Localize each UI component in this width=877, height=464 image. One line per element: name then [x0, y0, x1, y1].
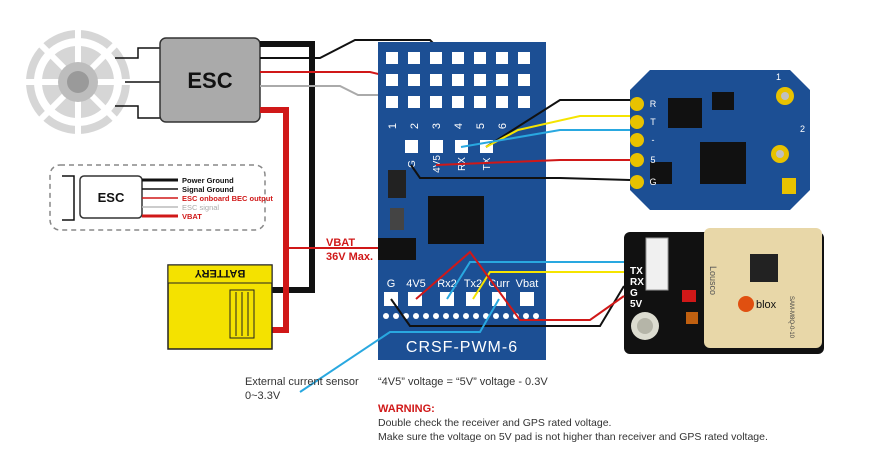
board-bottom-pin-rx2: Rx2: [437, 278, 457, 290]
esc-main-box: [159, 37, 261, 123]
gps-pin-5v: 5V: [630, 299, 643, 310]
board-channel-1: 1: [387, 123, 399, 129]
legend-item-signal-ground: Signal Ground: [182, 185, 234, 194]
legend-esc-label: ESC: [98, 190, 125, 205]
legend-item-bec-output: ESC onboard BEC output: [182, 194, 273, 203]
warning-line-1: Double check the receiver and GPS rated …: [378, 417, 612, 429]
receiver-module: 1 2: [630, 70, 810, 210]
battery-label: BATTERY: [194, 267, 245, 279]
gps-module: Lousco SAM-M8Q-0-10: [624, 228, 824, 354]
gps-pin-tx: TX: [630, 266, 643, 277]
board-bottom-pin-g: G: [387, 278, 396, 290]
board-top-pin-4v5: 4V5: [432, 155, 443, 173]
legend-item-power-ground: Power Ground: [182, 176, 234, 185]
svg-text:1: 1: [776, 72, 781, 82]
svg-text:2: 2: [800, 124, 805, 134]
receiver-pin-t: T: [650, 117, 656, 127]
receiver-pin-minus: -: [652, 135, 655, 145]
esc-main-label: ESC: [187, 68, 232, 93]
board-channel-2: 2: [409, 123, 421, 129]
voltage-note: “4V5” voltage = “5V” voltage - 0.3V: [378, 376, 548, 388]
board-bottom-pin-vbat: Vbat: [516, 278, 539, 290]
gps-pin-g: G: [630, 288, 638, 299]
crsf-pwm6-board: 1 2 3 4 5 6 G 4V5 RX TX G 4V5 Rx2 Tx2 Cu…: [378, 42, 546, 360]
gps-pin-rx: RX: [630, 277, 644, 288]
receiver-pin-5: 5: [650, 155, 655, 165]
gps-brand: blox: [756, 299, 777, 311]
board-top-pin-g: G: [407, 160, 418, 168]
board-channel-5: 5: [475, 123, 487, 129]
gps-module-text: SAM-M8Q-0-10: [788, 296, 794, 339]
board-channel-3: 3: [431, 123, 443, 129]
motor-icon: [26, 30, 130, 134]
legend-item-vbat: VBAT: [182, 212, 202, 221]
board-channel-4: 4: [453, 123, 465, 129]
board-bottom-pin-tx2: Tx2: [464, 278, 482, 290]
esc-legend: ESC Power Ground Signal Ground ESC onboa…: [49, 164, 273, 231]
current-sensor-caption: External current sensor: [245, 376, 359, 388]
receiver-pin-r: R: [650, 99, 657, 109]
battery-icon: [167, 264, 273, 350]
receiver-pin-g: G: [649, 177, 656, 187]
warning-line-2: Make sure the voltage on 5V pad is not h…: [378, 431, 768, 443]
vbat-note-line2: 36V Max.: [326, 251, 373, 263]
current-sensor-range: 0~3.3V: [245, 390, 281, 402]
warning-title: WARNING:: [378, 403, 435, 415]
legend-item-esc-signal: ESC signal: [182, 203, 219, 212]
board-bottom-pin-curr: Curr: [488, 278, 510, 290]
board-channel-6: 6: [497, 123, 509, 129]
svg-text:Lousco: Lousco: [708, 266, 718, 295]
vbat-note-line1: VBAT: [326, 237, 355, 249]
board-name: CRSF-PWM-6: [406, 339, 518, 356]
board-bottom-pin-4v5: 4V5: [406, 278, 426, 290]
